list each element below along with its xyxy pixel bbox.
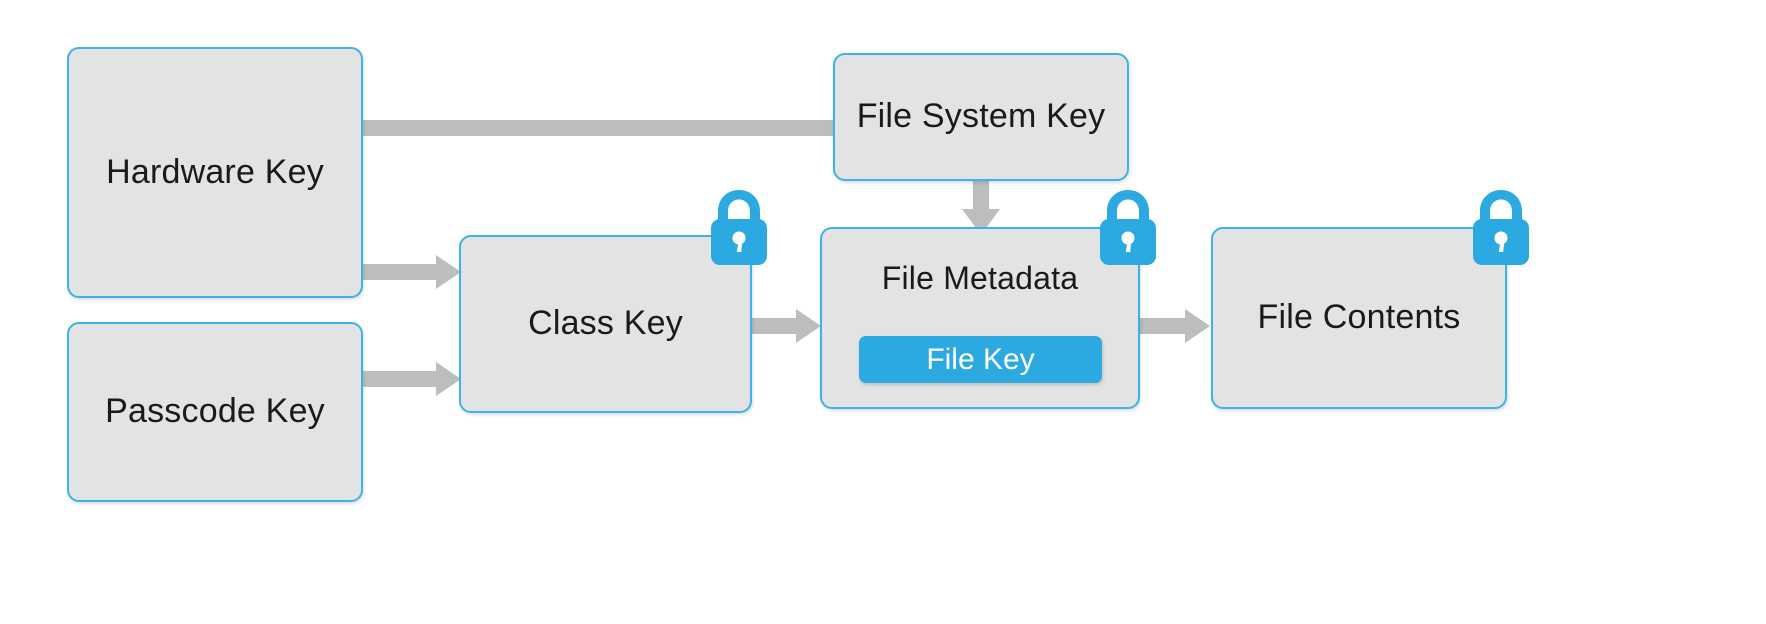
node-label: Hardware Key: [106, 152, 324, 191]
arrow-head: [1185, 309, 1210, 343]
arrow-head: [436, 362, 461, 396]
arrow-shaft: [363, 120, 915, 136]
node-file-contents[interactable]: File Contents: [1211, 227, 1507, 409]
lock-icon: [1100, 190, 1156, 265]
node-label: File Key: [926, 343, 1035, 376]
node-label: Passcode Key: [105, 392, 325, 431]
arrow-shaft: [752, 318, 799, 334]
arrow-shaft: [363, 264, 439, 280]
node-class-key[interactable]: Class Key: [459, 235, 752, 413]
arrow-head: [796, 309, 821, 343]
node-label: File System Key: [856, 97, 1106, 136]
node-passcode-key[interactable]: Passcode Key: [67, 322, 363, 502]
lock-icon: [711, 190, 767, 265]
lock-icon: [1473, 190, 1529, 265]
node-label: File Contents: [1257, 298, 1461, 337]
arrow-shaft: [1140, 318, 1188, 334]
node-file-system-key[interactable]: File System Key: [833, 53, 1129, 181]
arrow-shaft: [973, 181, 989, 217]
node-file-key[interactable]: File Key: [859, 336, 1102, 383]
arrow-shaft: [363, 371, 439, 387]
node-label: File Metadata: [881, 260, 1079, 296]
node-label: Class Key: [528, 304, 683, 343]
arrow-head: [436, 255, 461, 289]
node-hardware-key[interactable]: Hardware Key: [67, 47, 363, 298]
